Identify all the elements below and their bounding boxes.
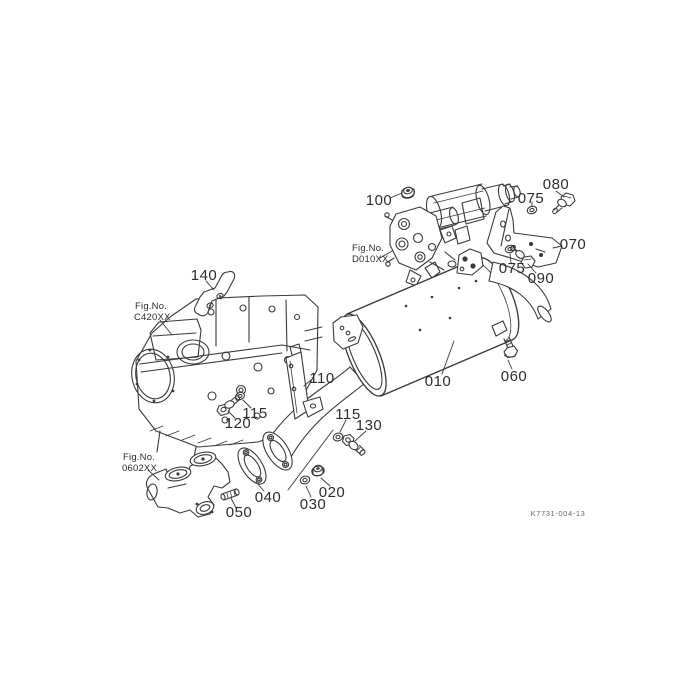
bolt-120-drawing (216, 394, 241, 417)
bolt-080-drawing (552, 192, 576, 215)
callout-100: 100 (366, 192, 393, 209)
callout-060: 060 (501, 368, 528, 385)
gasket-040-drawing (237, 447, 267, 485)
fig-ref-0602xx-prefix: Fig.No. (123, 452, 155, 463)
callout-075-upper: 075 (518, 190, 545, 207)
fig-ref-c420xx-code: C420XX (134, 312, 171, 323)
callout-050: 050 (226, 504, 253, 521)
callout-080: 080 (543, 176, 570, 193)
muffler-end-cap-drawing (332, 313, 387, 397)
washer-075-upper-drawing (526, 205, 538, 215)
callout-120: 120 (225, 415, 252, 432)
callout-020: 020 (319, 484, 346, 501)
starter-assembly-drawing (384, 183, 521, 287)
callout-140: 140 (191, 267, 218, 284)
bolt-060-drawing (503, 336, 519, 359)
fig-ref-0602xx-code: 0602XX (122, 463, 157, 474)
pipe-flange-drawing (262, 431, 293, 471)
callout-115-center: 115 (335, 406, 360, 423)
fig-ref-c420xx-prefix: Fig.No. (135, 301, 167, 312)
drawing-number: K7731-004-13 (531, 509, 586, 518)
muffler-drawing (346, 248, 552, 397)
callout-030: 030 (300, 496, 327, 513)
callout-130: 130 (356, 417, 383, 434)
exhaust-manifold-drawing (145, 451, 231, 518)
callout-090: 090 (528, 270, 555, 287)
callout-070: 070 (560, 236, 587, 253)
stud-050-drawing (220, 488, 240, 501)
fig-ref-d010xx-prefix: Fig.No. (352, 243, 384, 254)
nut-020-drawing (311, 464, 325, 477)
callout-075-lower: 075 (499, 260, 526, 277)
nut-100-drawing (401, 186, 415, 199)
callout-115-left: 115 (242, 405, 267, 422)
fig-ref-d010xx-code: D010XX (352, 254, 389, 265)
bolt-130-drawing (341, 433, 366, 456)
washer-030-drawing (299, 475, 311, 485)
callout-110: 110 (309, 370, 334, 387)
bolt-090-drawing (510, 244, 536, 269)
washer-115-lower-drawing (332, 432, 344, 442)
leader-lines (147, 190, 565, 509)
callout-010: 010 (425, 373, 452, 390)
heat-shield-110-drawing (285, 343, 324, 420)
bracket-140-drawing (193, 270, 236, 317)
figure-references: Fig.No. D010XX Fig.No. C420XX Fig.No. 06… (122, 243, 389, 474)
callout-labels: 010 020 030 040 050 060 070 075 075 080 … (191, 176, 587, 521)
callout-040: 040 (255, 489, 282, 506)
